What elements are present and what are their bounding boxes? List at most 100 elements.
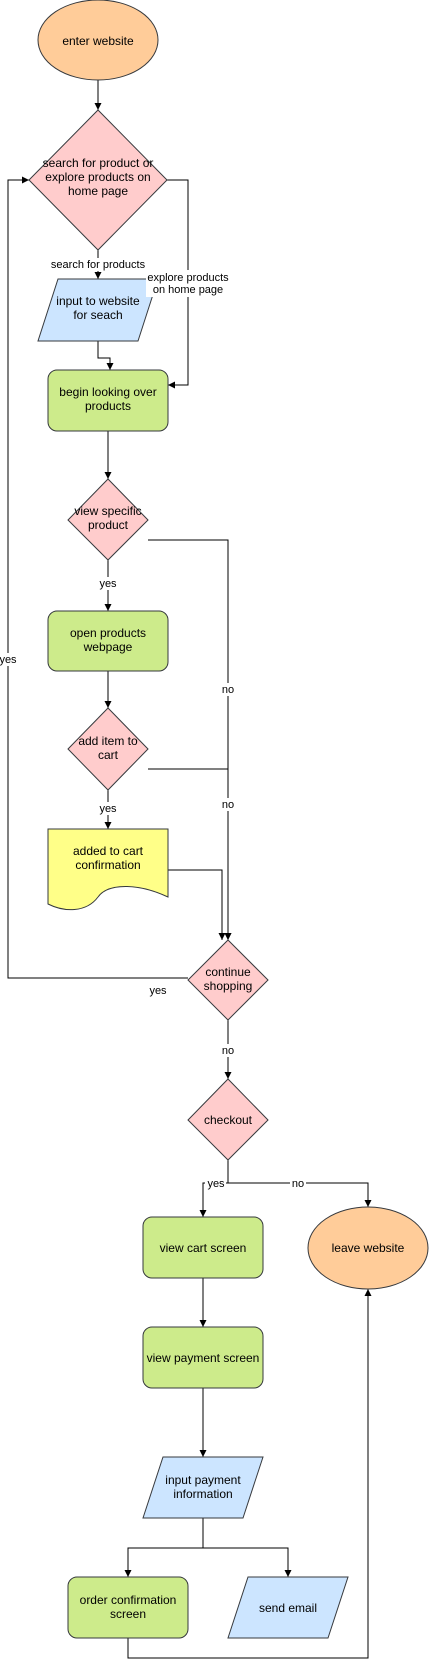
text-line: begin looking over — [59, 385, 156, 399]
label-view-cart: view cart screen — [160, 1241, 247, 1255]
edge-label-bg-search — [50, 258, 146, 271]
text-line: send email — [259, 1601, 317, 1615]
edge-label-add-no: no — [222, 799, 234, 811]
io-input-payment — [142, 1456, 264, 1519]
edge-label-continue-no: no — [222, 1045, 234, 1057]
text-line: cart — [98, 748, 119, 762]
process-view-payment — [142, 1326, 264, 1389]
edge-label-bg-continue-yes-side — [0, 653, 17, 666]
process-begin-looking — [47, 369, 169, 432]
text-line: shopping — [204, 979, 253, 993]
edge-input-to-order — [124, 1518, 204, 1577]
text-line: no — [222, 684, 234, 696]
edge-label-checkout-yes: yes — [207, 1178, 225, 1190]
nodes — [28, 0, 429, 1639]
text-line: checkout — [204, 1113, 253, 1127]
terminal-enter-website — [37, 0, 159, 81]
text-line: enter website — [62, 34, 134, 48]
text-line: add item to — [78, 734, 138, 748]
text-line: view specific — [74, 504, 141, 518]
edge-order-to-leave — [127, 1289, 372, 1659]
edge-label-bg-explore — [146, 270, 230, 297]
text-line: input to website — [56, 294, 140, 308]
edge-label-continue-yes-side: yes — [0, 654, 17, 666]
text-line: explore products — [147, 272, 229, 284]
text-line: open products — [70, 626, 146, 640]
decision-view-specific — [67, 478, 149, 561]
edge-label-view-yes: yes — [99, 578, 117, 590]
decision-add-to-cart — [67, 707, 149, 791]
edge-add-no-to-continue — [148, 768, 232, 940]
process-view-cart — [142, 1216, 264, 1279]
edge-checkout-to-leave — [228, 1182, 372, 1207]
document-added-confirmation — [47, 828, 169, 911]
text-line: input payment — [165, 1473, 241, 1487]
text-line: search for products — [51, 259, 146, 271]
text-line: view cart screen — [160, 1241, 247, 1255]
edge-label-search-for-products: search for products — [51, 259, 146, 271]
edge-label-bg-checkout-no — [290, 1177, 306, 1190]
edge-label-bg-checkout-yes — [205, 1177, 226, 1190]
text-line: product — [88, 518, 129, 532]
text-line: yes — [0, 654, 17, 666]
text-line: explore products on — [45, 170, 150, 184]
text-line: home page — [68, 184, 128, 198]
text-line: no — [222, 799, 234, 811]
text-line: search for product or — [43, 156, 154, 170]
decision-search-or-explore — [28, 109, 168, 251]
text-line: no — [292, 1178, 304, 1190]
label-enter-website: enter website — [62, 34, 134, 48]
text-line: view payment screen — [147, 1351, 260, 1365]
text-line: for seach — [73, 308, 122, 322]
text-line: confirmation — [75, 858, 140, 872]
terminal-leave-website — [307, 1206, 429, 1290]
edge-input-to-begin — [97, 341, 114, 370]
edge-label-bg-add-no — [220, 798, 236, 811]
text-line: yes — [207, 1178, 225, 1190]
text-line: screen — [110, 1607, 146, 1621]
edge-label-checkout-no: no — [292, 1178, 304, 1190]
text-line: order confirmation — [80, 1593, 177, 1607]
edge-label-add-yes: yes — [99, 803, 117, 815]
edge-continue-yes-loop — [7, 176, 188, 979]
text-line: on home page — [153, 284, 223, 296]
edge-label-view-no: no — [222, 684, 234, 696]
label-view-payment: view payment screen — [147, 1351, 260, 1365]
text-line: continue — [205, 965, 251, 979]
io-input-to-website — [37, 278, 159, 342]
process-order-confirmation — [67, 1576, 189, 1639]
edge-confirmation-to-continue — [168, 869, 226, 940]
label-checkout: checkout — [204, 1113, 253, 1127]
edge-label-continue-yes-bottom: yes — [149, 985, 167, 997]
edge-label-bg-add-yes — [98, 802, 118, 815]
text-line: webpage — [83, 640, 133, 654]
text-line: information — [173, 1487, 232, 1501]
process-open-webpage — [47, 610, 169, 672]
label-leave-website: leave website — [332, 1241, 405, 1255]
decision-continue-shopping — [187, 939, 269, 1021]
text-line: products — [85, 399, 131, 413]
text-line: yes — [99, 578, 117, 590]
edge-input-to-email — [203, 1547, 292, 1577]
text-line: yes — [149, 985, 167, 997]
text-line: leave website — [332, 1241, 405, 1255]
text-line: added to cart — [73, 844, 144, 858]
edge-label-bg-view-no — [220, 683, 236, 696]
edge-label-bg-view-yes — [98, 577, 118, 590]
text-line: yes — [99, 803, 117, 815]
io-send-email — [227, 1576, 349, 1639]
decision-checkout — [187, 1078, 269, 1161]
